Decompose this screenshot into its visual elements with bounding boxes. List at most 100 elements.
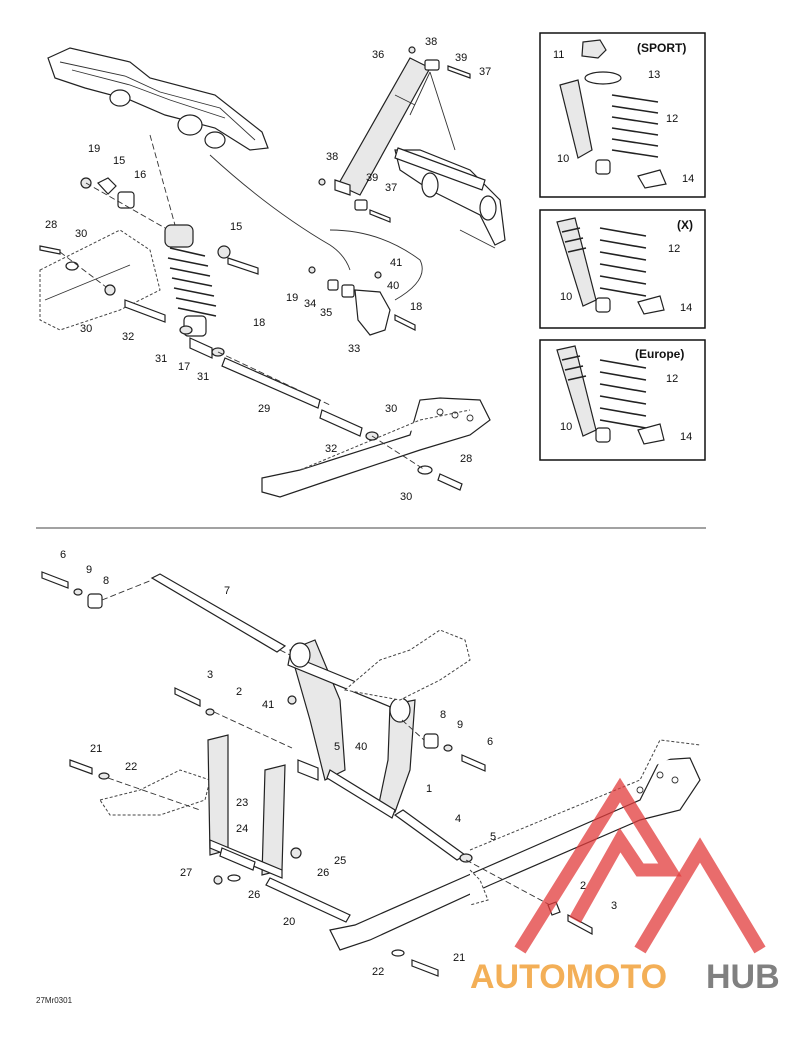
label-10b: 10 [560,291,572,303]
variant-panel-europe: (Europe) 12 10 14 [539,339,706,461]
label-1: 1 [426,783,432,795]
label-31b: 31 [197,371,209,383]
label-32: 32 [122,331,134,343]
label-8b: 8 [440,709,446,721]
panel-title-x: (X) [677,218,693,232]
label-26: 26 [317,867,329,879]
shock-bracket [209,154,423,336]
label-14c: 14 [680,431,692,443]
label-40: 40 [387,280,399,292]
label-27: 27 [180,867,192,879]
label-30c: 30 [385,403,397,415]
link-assembly [69,734,439,977]
label-37: 37 [479,66,491,78]
label-24: 24 [236,823,248,835]
label-22b: 22 [372,966,384,978]
watermark-text-1: AUTOMOTO [470,958,667,996]
label-18b: 18 [410,301,422,313]
label-6b: 6 [487,736,493,748]
label-41: 41 [390,257,402,269]
label-21b: 21 [453,952,465,964]
left-rail [39,229,161,331]
top-assembly: 19 15 16 15 28 30 30 32 31 17 31 18 29 3… [39,36,506,503]
label-16: 16 [134,169,146,181]
label-12b: 12 [668,243,680,255]
label-19: 19 [88,143,100,155]
label-4: 4 [455,813,461,825]
label-25: 25 [334,855,346,867]
label-29: 29 [258,403,270,415]
label-30: 30 [75,228,87,240]
label-39b: 39 [366,172,378,184]
right-fasteners [401,719,486,772]
label-23: 23 [236,797,248,809]
label-15b: 15 [230,221,242,233]
variant-panel-sport: (SPORT) 11 13 12 10 14 [539,32,706,198]
bottom-labels: 6 9 8 7 3 2 41 5 40 8 9 6 1 4 5 21 22 23… [60,549,617,978]
front-arm-shock [318,46,471,223]
label-12c: 12 [666,373,678,385]
label-9: 9 [86,564,92,576]
top-labels: 19 15 16 15 28 30 30 32 31 17 31 18 29 3… [45,36,491,503]
label-5: 5 [334,741,340,753]
label-19b: 19 [286,292,298,304]
bottom-assembly: 6 9 8 7 3 2 41 5 40 8 9 6 1 4 5 21 22 23… [36,549,701,1005]
variant-panel-x: (X) 12 10 14 [539,209,706,329]
label-9b: 9 [457,719,463,731]
label-34: 34 [304,298,316,310]
label-33: 33 [348,343,360,355]
label-14: 14 [682,173,694,185]
label-2: 2 [236,686,242,698]
label-7: 7 [224,585,230,597]
label-39: 39 [455,52,467,64]
label-10c: 10 [560,421,572,433]
top-left-small-parts [39,177,259,359]
bottom-left-fasteners [41,571,153,609]
label-3b: 3 [611,900,617,912]
label-38b: 38 [326,151,338,163]
front-arm [287,639,416,819]
label-13: 13 [648,69,660,81]
label-36: 36 [372,49,384,61]
label-17: 17 [178,361,190,373]
label-18: 18 [253,317,265,329]
label-12: 12 [666,113,678,125]
label-14b: 14 [680,302,692,314]
label-5b: 5 [490,831,496,843]
watermark-text-2: HUB [706,958,780,996]
label-6: 6 [60,549,66,561]
label-40b: 40 [355,741,367,753]
label-31: 31 [155,353,167,365]
bottom-frame [329,629,701,951]
label-10: 10 [557,153,569,165]
label-37b: 37 [385,182,397,194]
label-21: 21 [90,743,102,755]
label-2b: 2 [580,880,586,892]
figure-reference: 27Mr0301 [36,996,73,1005]
lower-cross-shaft [393,809,551,906]
label-28: 28 [45,219,57,231]
label-15: 15 [113,155,125,167]
rear-shock-absorber [149,134,217,337]
upper-frame [47,47,269,151]
torque-arm [394,147,506,249]
label-20: 20 [283,916,295,928]
rear-axle-shaft [217,351,463,491]
watermark-logo: AUTOMOTO HUB [470,777,780,996]
label-28b: 28 [460,453,472,465]
label-22: 22 [125,761,137,773]
label-26b: 26 [248,889,260,901]
right-rail [261,397,491,498]
label-41b: 41 [262,699,274,711]
label-35: 35 [320,307,332,319]
label-38: 38 [425,36,437,48]
label-8: 8 [103,575,109,587]
label-11: 11 [553,49,564,61]
label-30d: 30 [400,491,412,503]
panel-title-sport: (SPORT) [637,41,686,55]
label-3: 3 [207,669,213,681]
panel-title-europe: (Europe) [635,347,684,361]
label-32b: 32 [325,443,337,455]
label-30b: 30 [80,323,92,335]
